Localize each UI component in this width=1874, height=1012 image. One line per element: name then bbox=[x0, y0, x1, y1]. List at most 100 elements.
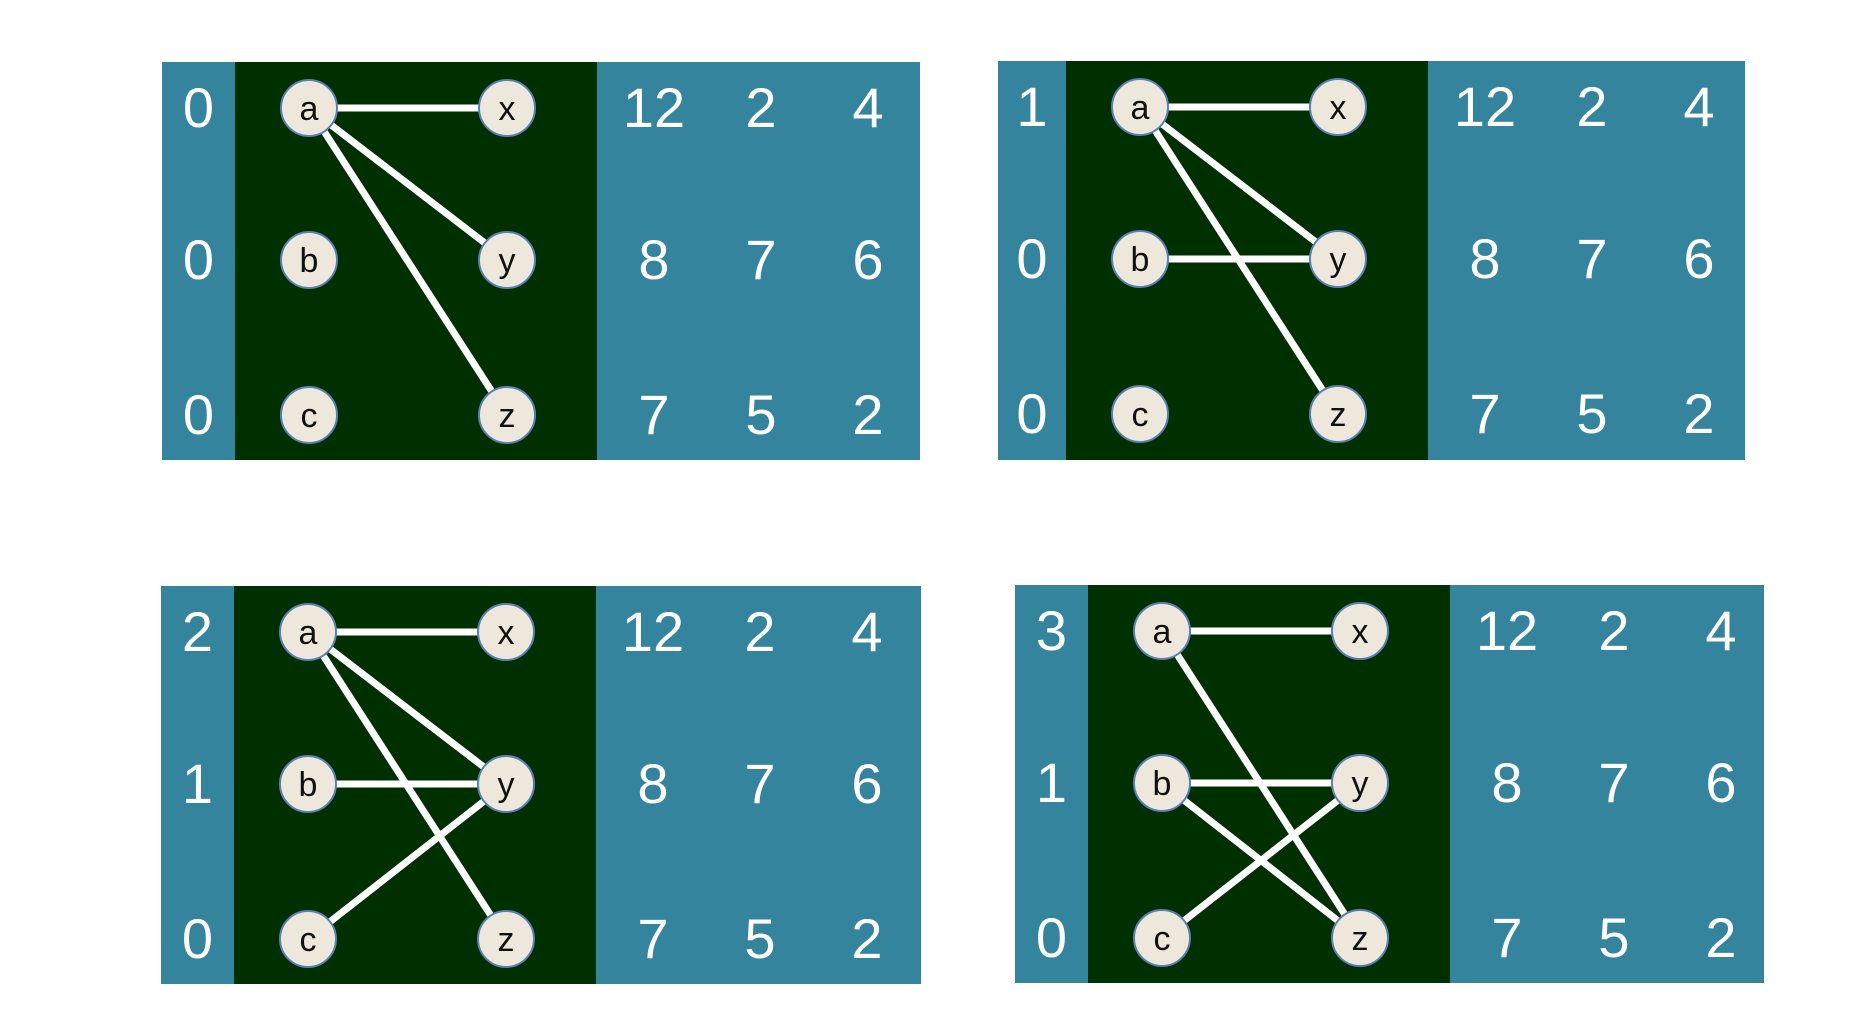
node-circle bbox=[280, 386, 338, 444]
cost-matrix: 12 2 4 8 7 6 7 5 2 bbox=[597, 62, 920, 460]
node-label: x bbox=[1330, 89, 1347, 127]
node-label: a bbox=[1153, 613, 1172, 651]
matrix-cell: 7 bbox=[1576, 227, 1608, 290]
matrix-cell: 6 bbox=[1705, 751, 1737, 814]
matrix-cell: 4 bbox=[1705, 599, 1737, 662]
matrix-cell: 2 bbox=[852, 383, 884, 446]
matrix-cell: 6 bbox=[1683, 227, 1715, 290]
edge-a-y bbox=[305, 104, 511, 264]
node-circle bbox=[280, 231, 338, 289]
matrix-cell: 2 bbox=[745, 76, 777, 139]
cost-matrix: 12 2 4 8 7 6 7 5 2 bbox=[596, 586, 921, 984]
matrix-cell: 2 bbox=[1598, 599, 1630, 662]
node-a: a bbox=[1133, 602, 1191, 660]
node-label: z bbox=[498, 921, 515, 959]
matrix-cell: 5 bbox=[1598, 906, 1630, 969]
node-label: b bbox=[1153, 765, 1172, 803]
matrix-cell: 7 bbox=[637, 907, 669, 970]
node-x: x bbox=[1309, 78, 1367, 136]
node-circle bbox=[1309, 78, 1367, 136]
node-y: y bbox=[1331, 754, 1389, 812]
node-label: x bbox=[499, 90, 516, 128]
node-label: x bbox=[498, 614, 515, 652]
node-label: y bbox=[1330, 241, 1347, 279]
row-potential-a: 1 bbox=[1016, 75, 1048, 138]
node-circle bbox=[477, 910, 535, 968]
graph-svg: a b c x y z bbox=[280, 79, 536, 444]
node-label: b bbox=[300, 242, 319, 280]
node-a: a bbox=[279, 603, 337, 661]
assignment-panel-2: 1 0 0 a b c x y z 12 2 4 8 7 6 7 5 2 bbox=[998, 61, 1745, 460]
node-y: y bbox=[1309, 230, 1367, 288]
matrix-cell: 7 bbox=[1598, 751, 1630, 814]
node-z: z bbox=[1331, 909, 1389, 967]
row-potential-b: 0 bbox=[182, 228, 215, 291]
node-label: b bbox=[1131, 241, 1150, 279]
row-potential-b: 1 bbox=[181, 752, 214, 815]
edge-layer bbox=[305, 104, 511, 419]
row-potential-c: 0 bbox=[182, 383, 215, 446]
row-potential-c: 0 bbox=[1035, 906, 1068, 969]
node-c: c bbox=[279, 910, 337, 968]
node-circle bbox=[279, 755, 337, 813]
row-potential-column: 3 1 0 bbox=[1015, 585, 1088, 983]
matrix-cell: 12 bbox=[1453, 75, 1517, 138]
matrix-cell: 5 bbox=[744, 907, 776, 970]
node-b: b bbox=[1133, 754, 1191, 812]
matrix-cell: 6 bbox=[852, 228, 884, 291]
node-c: c bbox=[280, 386, 338, 444]
edge-layer bbox=[1158, 627, 1364, 942]
node-label: x bbox=[1352, 613, 1369, 651]
matrix-cell: 2 bbox=[1576, 75, 1608, 138]
bipartite-graph: a b c x y z bbox=[235, 62, 597, 460]
matrix-cell: 12 bbox=[622, 76, 686, 139]
node-circle bbox=[477, 603, 535, 661]
node-label: c bbox=[301, 397, 318, 435]
node-x: x bbox=[477, 603, 535, 661]
node-circle bbox=[478, 79, 536, 137]
node-label: c bbox=[1132, 396, 1149, 434]
node-label: a bbox=[299, 614, 318, 652]
node-label: y bbox=[499, 242, 516, 280]
node-z: z bbox=[478, 386, 536, 444]
node-label: a bbox=[300, 90, 319, 128]
edge-c-y bbox=[1158, 779, 1364, 942]
matrix-cell: 5 bbox=[1576, 382, 1608, 445]
cost-matrix: 12 2 4 8 7 6 7 5 2 bbox=[1428, 61, 1745, 460]
matrix-cell: 7 bbox=[744, 752, 776, 815]
node-circle bbox=[1133, 909, 1191, 967]
graph-svg: a b c x y z bbox=[279, 603, 535, 968]
node-c: c bbox=[1111, 385, 1169, 443]
node-circle bbox=[1331, 754, 1389, 812]
node-label: z bbox=[1352, 920, 1369, 958]
matrix-cell: 12 bbox=[621, 600, 685, 663]
assignment-panel-1: 0 0 0 a b c x y z 12 2 4 8 7 6 7 5 2 bbox=[162, 62, 920, 460]
node-circle bbox=[1133, 602, 1191, 660]
node-circle bbox=[1111, 385, 1169, 443]
matrix-cell: 2 bbox=[1705, 906, 1737, 969]
edge-layer bbox=[1136, 103, 1342, 418]
node-label: a bbox=[1131, 89, 1150, 127]
node-b: b bbox=[279, 755, 337, 813]
row-potential-c: 0 bbox=[1016, 382, 1048, 445]
node-circle bbox=[478, 231, 536, 289]
edge-a-z bbox=[305, 104, 511, 419]
node-z: z bbox=[477, 910, 535, 968]
row-potential-column: 1 0 0 bbox=[998, 61, 1066, 460]
node-z: z bbox=[1309, 385, 1367, 443]
matrix-cell: 4 bbox=[851, 600, 883, 663]
matrix-cell: 7 bbox=[1491, 906, 1523, 969]
node-x: x bbox=[1331, 602, 1389, 660]
row-potential-column: 0 0 0 bbox=[162, 62, 235, 460]
node-label: y bbox=[498, 766, 515, 804]
node-a: a bbox=[1111, 78, 1169, 136]
node-circle bbox=[1331, 909, 1389, 967]
matrix-cell: 8 bbox=[638, 228, 670, 291]
matrix-cell: 7 bbox=[638, 383, 670, 446]
node-circle bbox=[1309, 230, 1367, 288]
matrix-cell: 2 bbox=[744, 600, 776, 663]
node-label: b bbox=[299, 766, 318, 804]
matrix-cell: 8 bbox=[637, 752, 669, 815]
